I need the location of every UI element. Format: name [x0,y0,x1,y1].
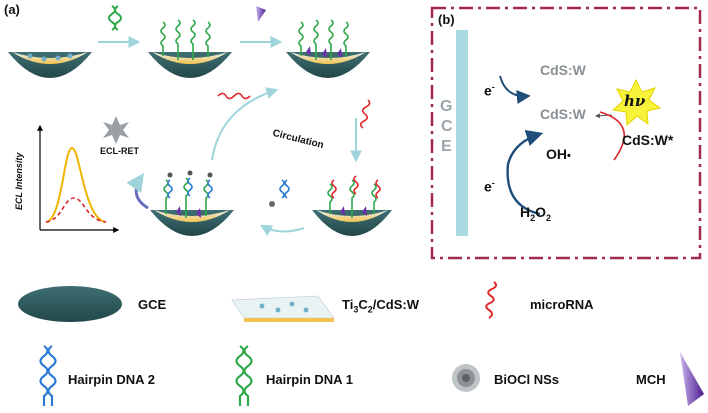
electrode-step-5 [150,170,234,236]
legend-gce-label: GCE [138,297,167,312]
microrna-released [217,92,251,100]
legend-ti3c2-icon [231,295,335,322]
mch-reagent [256,6,266,22]
legend-microrna-label: microRNA [530,297,594,312]
legend-microrna-icon [485,281,498,319]
electrode-step-2 [148,19,232,78]
hairpin-dna-1-reagent [108,5,122,31]
legend-mch-icon [680,352,704,406]
gce-letter-g: G [440,98,453,115]
biocl-burst-small [103,116,129,144]
legend-gce-icon [18,286,122,322]
electrode-step-1 [8,52,92,78]
panel-b-label: (b) [438,12,455,27]
electron-2: e- [484,178,495,195]
arrow-circulation [211,87,279,161]
legend-biocl-label: BiOCl NSs [494,372,560,387]
ecl-curve-low [45,197,107,223]
ecl-plot [37,124,120,233]
ecl-ret-label: ECL-RET [100,146,139,156]
panel-b-frame [430,6,702,260]
legend-hairpin1-icon [235,345,253,406]
electron-1: e- [484,82,495,99]
excitation-curve [599,111,625,161]
light-burst-icon [611,78,662,127]
gce-letter-e: E [441,138,452,155]
legend-biocl-icon [452,364,480,392]
arrow-to-signal [126,173,149,210]
ecl-curve-high [45,146,107,223]
excited-state-label: CdS:W* [622,132,674,148]
electron-arrow-1 [499,75,531,104]
microrna-input [359,99,371,129]
photon-label: hν [624,92,646,110]
legend-hairpin1-label: Hairpin DNA 1 [266,372,353,387]
electrode-step-3 [286,19,370,78]
electron-arrow-2 [506,129,544,216]
hairpin-dna-2-reagent [269,179,290,207]
electrode-step-4 [312,175,392,236]
gce-bar [456,30,468,236]
legend-mch-label: MCH [636,372,666,387]
panel-a-label: (a) [4,2,20,17]
legend-ti3c2-label: Ti3C2/CdS:W [342,297,419,315]
legend-hairpin2-label: Hairpin DNA 2 [68,372,155,387]
legend-hairpin2-icon [39,345,57,406]
cdsw-reduced: CdS:W [540,106,586,122]
gce-letter-c: C [441,118,453,135]
cdsw-ground-top: CdS:W [540,62,586,78]
ecl-intensity-axis: ECL Intensity [14,152,24,210]
h2o2-label: H2O2 [520,204,552,223]
arrow-step-4 [259,224,305,236]
oh-radical: OH• [546,146,571,162]
